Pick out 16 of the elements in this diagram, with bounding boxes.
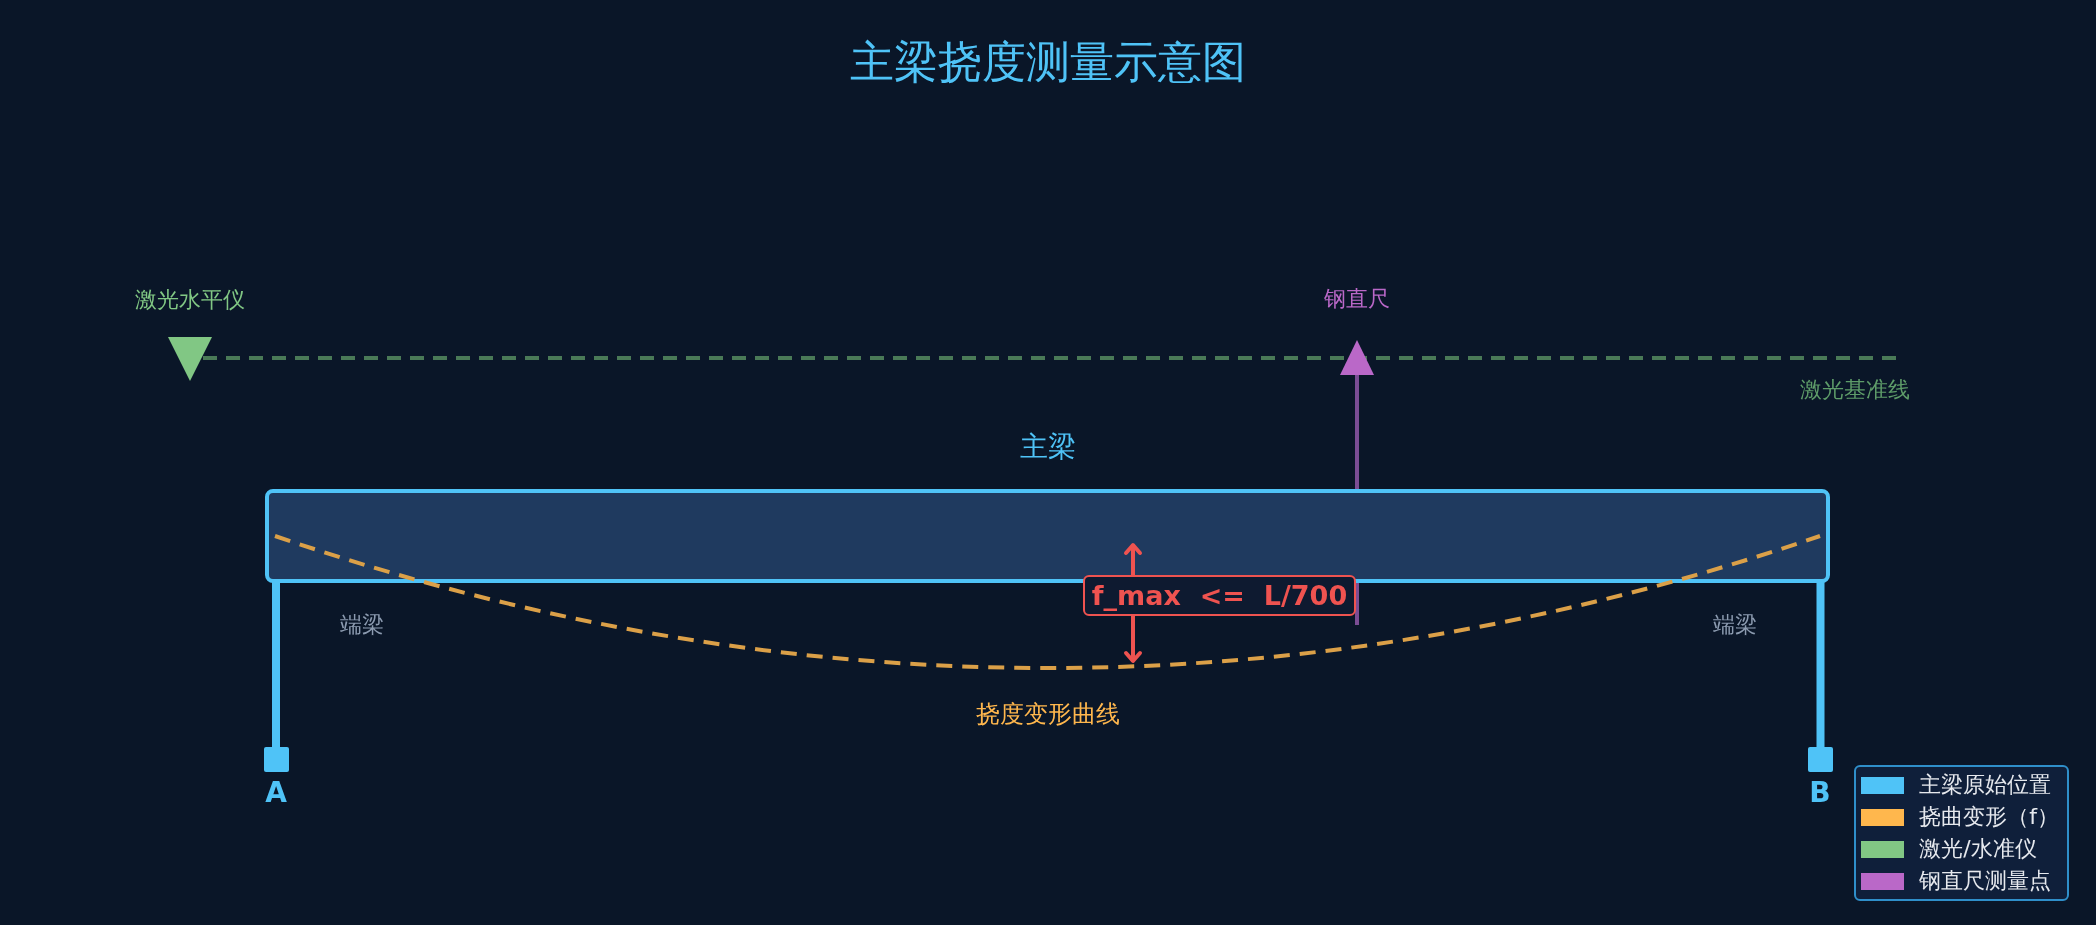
laser-level-label: 激光水平仪 xyxy=(135,289,245,311)
support-label: B xyxy=(1809,779,1831,807)
legend-text: 主梁原始位置 xyxy=(1919,774,2052,796)
legend-text: 激光/水准仪 xyxy=(1919,838,2037,860)
steel-ruler-label: 钢直尺 xyxy=(1324,288,1390,310)
formula-box xyxy=(1083,575,1356,616)
diagram-title: 主梁挠度测量示意图 xyxy=(850,40,1246,84)
reference-line-label: 激光基准线 xyxy=(1800,379,1910,401)
end-beam-label: 端梁 xyxy=(1713,614,1757,636)
end-beam-label: 端梁 xyxy=(340,614,384,636)
curve-label: 挠度变形曲线 xyxy=(976,702,1120,726)
legend-text: 钢直尺测量点 xyxy=(1919,870,2052,892)
beam-label: 主梁 xyxy=(1019,433,1076,461)
legend-text: 挠曲变形（f） xyxy=(1919,806,2059,828)
support-label: A xyxy=(265,779,287,807)
deflection-limit-formula: f_max <= L/700 xyxy=(1091,582,1348,609)
